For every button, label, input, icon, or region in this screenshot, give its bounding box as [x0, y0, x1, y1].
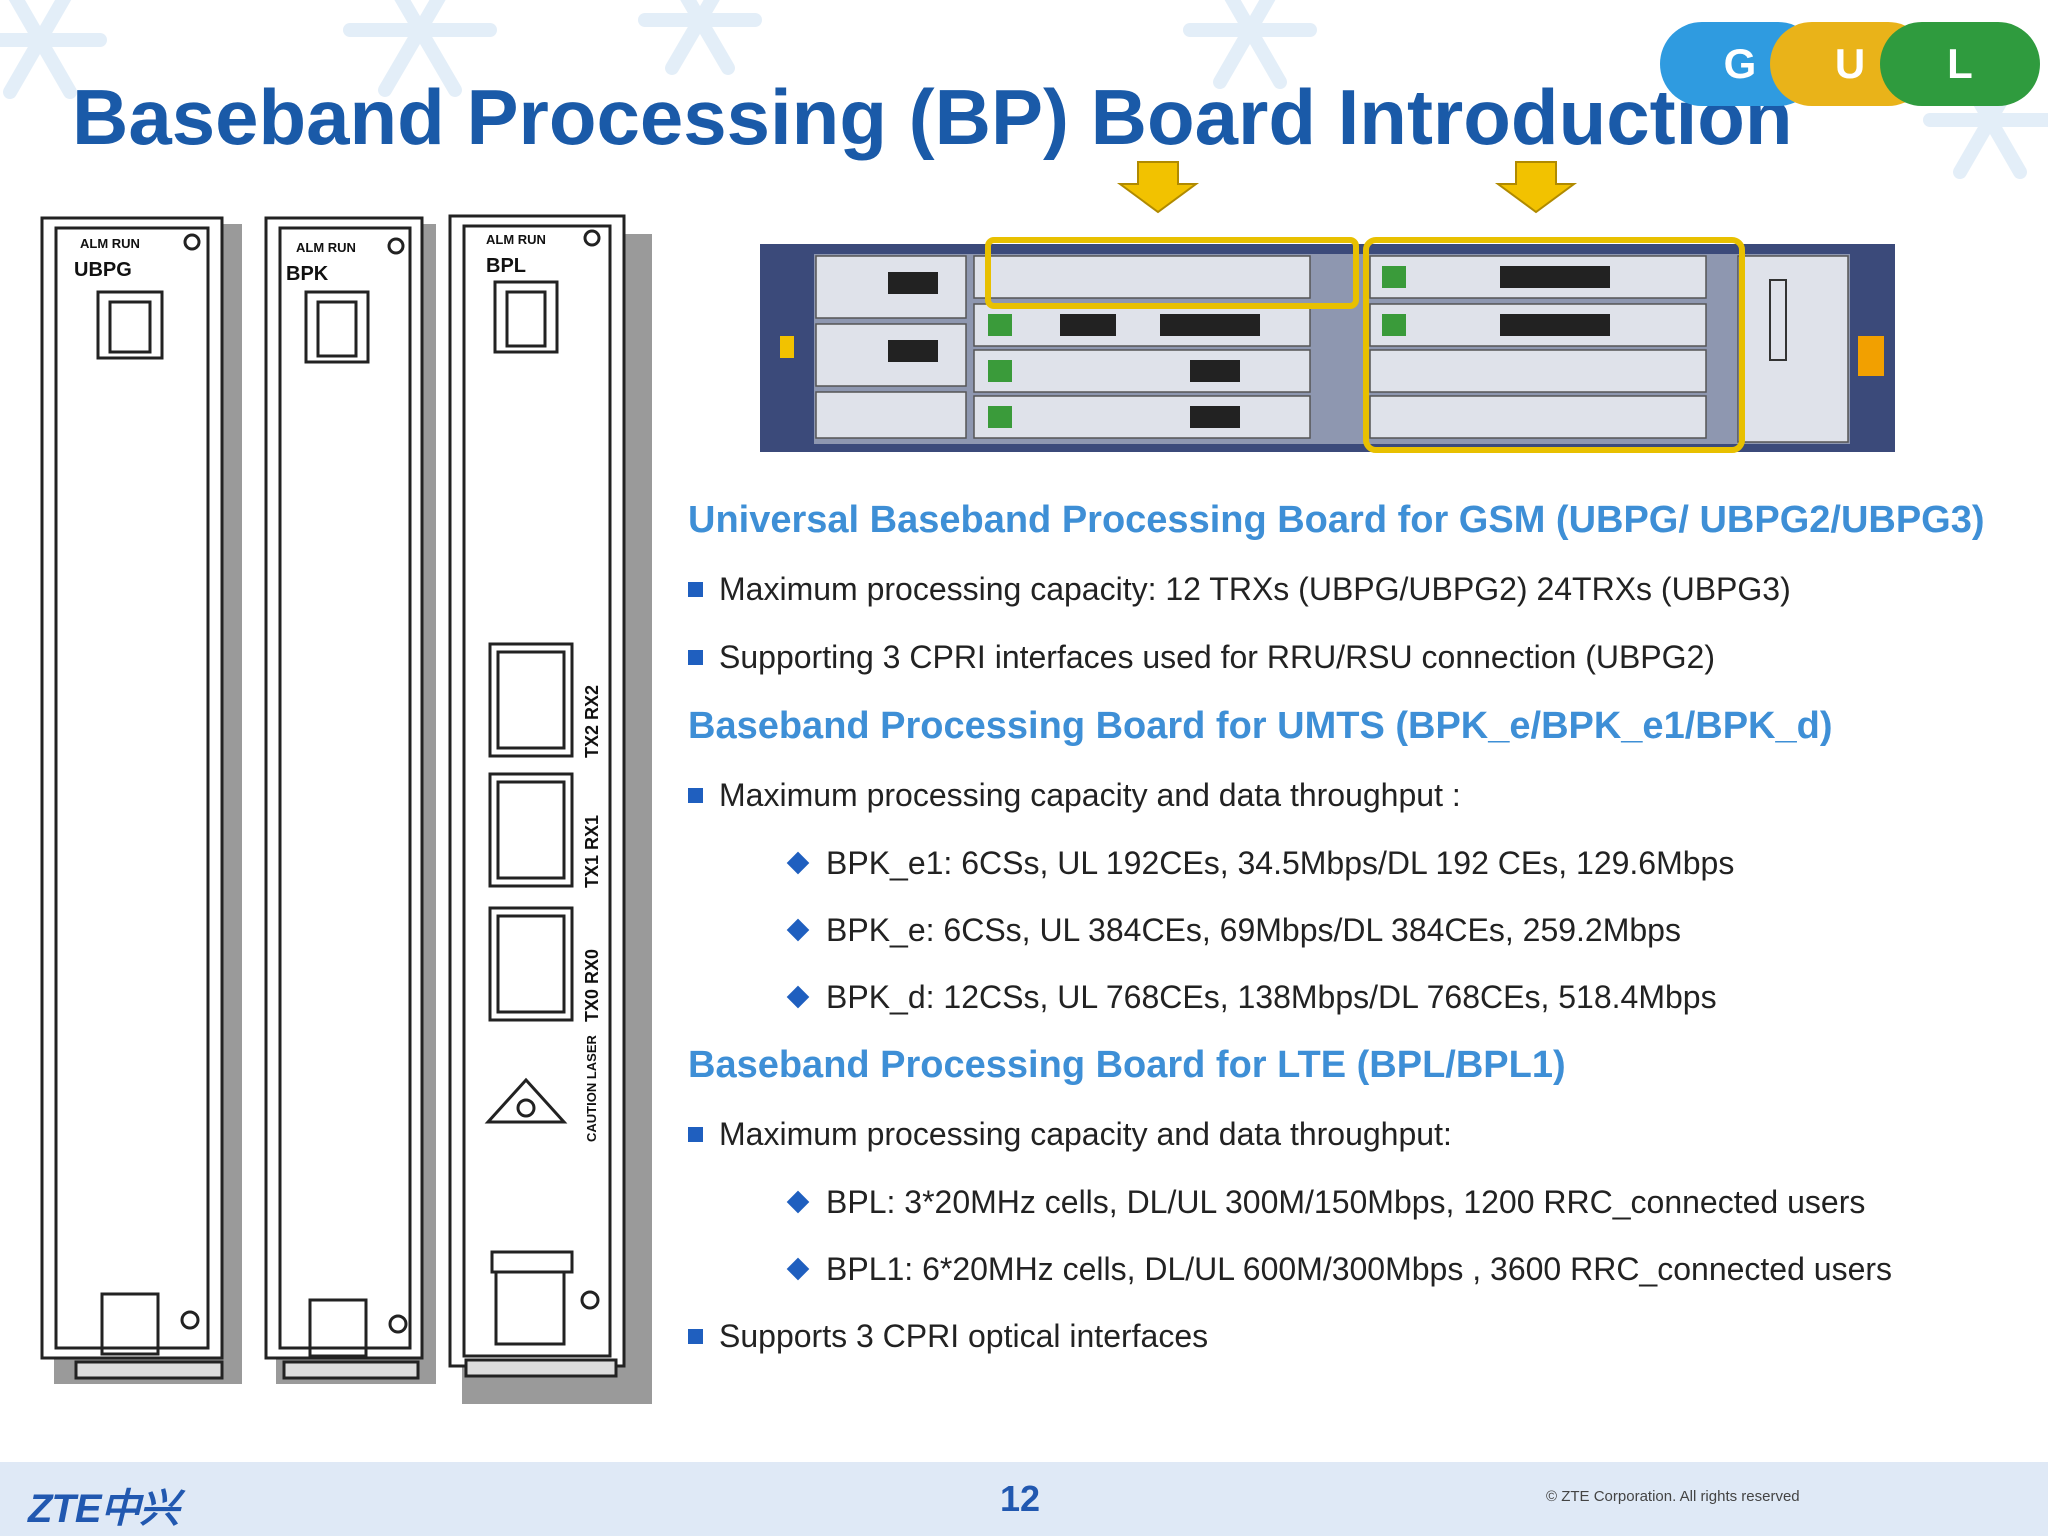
sub-list-item: BPK_e: 6CSs, UL 384CEs, 69Mbps/DL 384CEs… [688, 909, 2028, 951]
bpl-panel [448, 214, 652, 1404]
square-bullet-icon [688, 787, 703, 803]
diamond-bullet-icon [786, 985, 810, 1009]
section-heading-gsm: Universal Baseband Processing Board for … [688, 499, 1985, 541]
bpl-caution-label: CAUTION LASER [584, 1035, 599, 1143]
sub-list-item: BPL: 3*20MHz cells, DL/UL 300M/150Mbps, … [688, 1181, 2028, 1223]
gul-badge-group: G U L [1660, 22, 2040, 106]
section-heading-umts: Baseband Processing Board for UMTS (BPK_… [688, 705, 1833, 747]
ubpg-panel [40, 216, 242, 1384]
diamond-bullet-icon [786, 918, 810, 942]
board-panels-illustration: ALM RUN UBPG ALM RUN BPK ALM RUN BPL TX2… [40, 214, 652, 1404]
page-number: 12 [1000, 1478, 1041, 1519]
bpk-board-name: BPK [286, 263, 329, 285]
diamond-bullet-icon [786, 1257, 810, 1281]
bpk-led-label: ALM RUN [296, 240, 356, 255]
diamond-bullet-icon [786, 1190, 810, 1214]
slide-footer: ZTE中兴 12 © ZTE Corporation. All rights r… [0, 1462, 2048, 1536]
section-heading-lte: Baseband Processing Board for LTE (BPL/B… [688, 1044, 1566, 1086]
zte-logo: ZTE中兴 [28, 1487, 180, 1531]
square-bullet-icon [688, 581, 703, 597]
chassis-illustration [760, 161, 1895, 453]
ubpg-board-name: UBPG [74, 259, 132, 281]
page-title: Baseband Processing (BP) Board Introduct… [72, 73, 1793, 161]
ubpg-led-label: ALM RUN [80, 236, 140, 251]
bpl-board-name: BPL [486, 255, 526, 277]
list-item: Maximum processing capacity and data thr… [688, 1113, 2028, 1155]
list-item: Supports 3 CPRI optical interfaces [688, 1315, 2028, 1357]
copyright-notice: © ZTE Corporation. All rights reserved [1546, 1488, 1800, 1505]
bpl-port-label: TX1 RX1 [582, 815, 602, 888]
bpk-panel [264, 216, 436, 1384]
list-item: Maximum processing capacity and data thr… [688, 774, 2028, 816]
square-bullet-icon [688, 1328, 703, 1344]
bpl-port-label: TX2 RX2 [582, 685, 602, 758]
diamond-bullet-icon [786, 851, 810, 875]
board-description-list: Universal Baseband Processing Board for … [688, 498, 2028, 1383]
square-bullet-icon [688, 649, 703, 665]
sub-list-item: BPK_e1: 6CSs, UL 192CEs, 34.5Mbps/DL 192… [688, 842, 2028, 884]
snowflake-background [0, 0, 2048, 179]
bpl-port-label: TX0 RX0 [582, 949, 602, 1022]
badge-l: L [1880, 22, 2040, 106]
sub-list-item: BPL1: 6*20MHz cells, DL/UL 600M/300Mbps … [688, 1248, 2028, 1290]
bpl-led-label: ALM RUN [486, 232, 546, 247]
list-item: Supporting 3 CPRI interfaces used for RR… [688, 636, 2028, 678]
square-bullet-icon [688, 1126, 703, 1142]
list-item: Maximum processing capacity: 12 TRXs (UB… [688, 568, 2028, 610]
sub-list-item: BPK_d: 12CSs, UL 768CEs, 138Mbps/DL 768C… [688, 976, 2028, 1018]
